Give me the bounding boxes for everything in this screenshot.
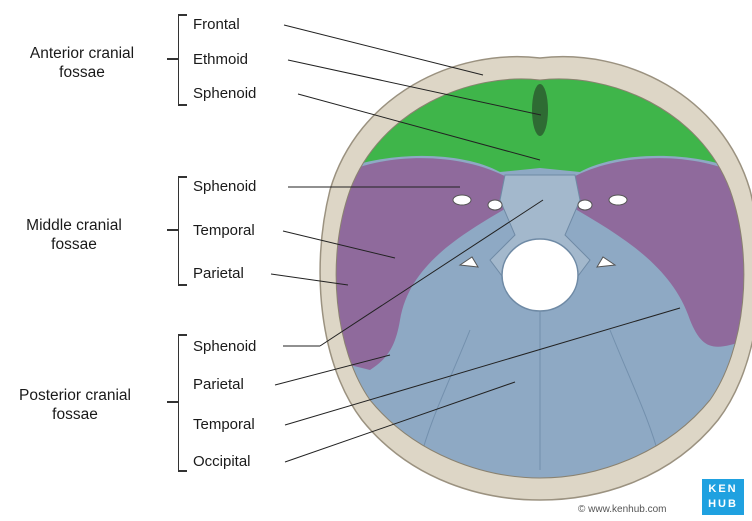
label-anterior-sphenoid: Sphenoid	[193, 85, 256, 103]
group-label-posterior: Posterior cranial fossae	[0, 386, 155, 424]
label-anterior-ethmoid: Ethmoid	[193, 51, 248, 69]
label-posterior-occipital: Occipital	[193, 453, 251, 471]
label-posterior-sphenoid: Sphenoid	[193, 338, 256, 356]
copyright-text: © www.kenhub.com	[578, 504, 667, 515]
label-middle-temporal: Temporal	[193, 222, 255, 240]
anterior-bracket	[178, 14, 179, 106]
kenhub-logo[interactable]: KEN HUB	[702, 479, 744, 515]
group-label-anterior: Anterior cranial fossae	[2, 44, 162, 82]
group-label-middle: Middle cranial fossae	[0, 216, 154, 254]
crista-galli	[532, 84, 548, 136]
posterior-bracket	[178, 334, 179, 472]
label-middle-parietal: Parietal	[193, 265, 244, 283]
middle-bracket	[178, 176, 179, 286]
label-posterior-temporal: Temporal	[193, 416, 255, 434]
foramen-magnum	[502, 239, 578, 311]
label-anterior-frontal: Frontal	[193, 16, 240, 34]
label-posterior-parietal: Parietal	[193, 376, 244, 394]
label-middle-sphenoid: Sphenoid	[193, 178, 256, 196]
